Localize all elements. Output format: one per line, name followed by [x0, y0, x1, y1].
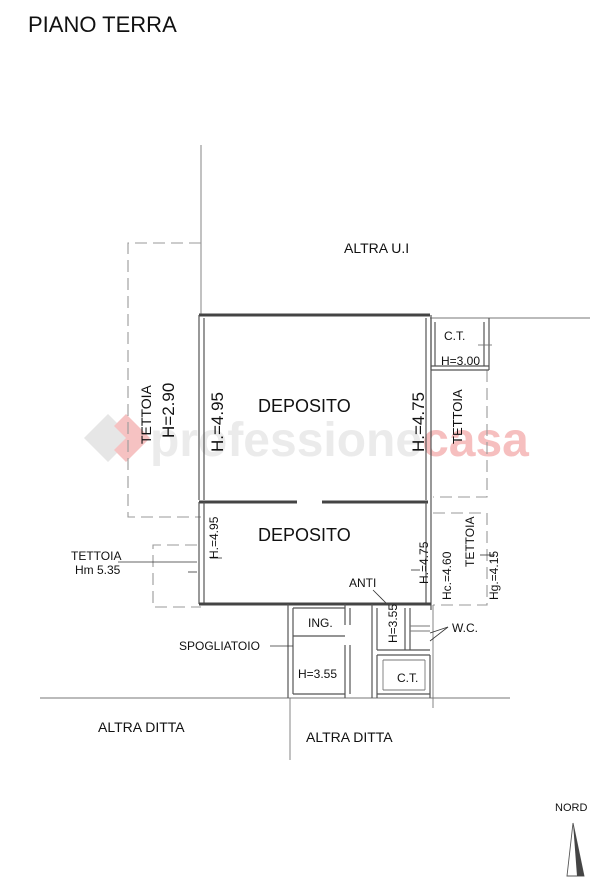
label-tettoia-left2: TETTOIA: [71, 549, 121, 563]
label-nord: NORD: [555, 802, 587, 814]
leader-lines: [118, 554, 495, 647]
watermark-text: professionecasa: [150, 414, 529, 467]
label-h-dep-right: H.=4.75: [409, 392, 428, 452]
label-h-spogliatoio: H=3.55: [298, 667, 337, 681]
label-ing: ING.: [308, 616, 333, 630]
label-h-dep2-right: H.=4.75: [417, 541, 431, 584]
label-h-ct-top: H=3.00: [441, 354, 480, 368]
watermark-logo-icon: [84, 414, 150, 462]
label-wc: W.C.: [452, 621, 478, 635]
label-spogliatoio: SPOGLIATOIO: [179, 639, 260, 653]
label-h-dep2-left: H.=4.95: [207, 516, 221, 559]
label-h-tettoia-left: H=2.90: [159, 383, 178, 438]
label-tettoia-right-top: TETTOIA: [450, 389, 465, 444]
label-ct-top: C.T.: [444, 329, 465, 343]
service-rooms: [287, 604, 434, 708]
label-tettoia-right2: TETTOIA: [463, 517, 477, 567]
ct-top-room: [430, 318, 492, 371]
label-tettoia-left: TETTOIA: [138, 384, 154, 444]
label-altra-ditta-left: ALTRA DITTA: [98, 719, 185, 735]
label-deposito-top: DEPOSITO: [258, 396, 351, 416]
page-title: PIANO TERRA: [28, 12, 177, 37]
deposito-walls: [198, 313, 432, 610]
label-h-anti: H=3.55: [386, 604, 400, 643]
watermark-prefix: professione: [150, 414, 422, 467]
label-h-dep-left: H.=4.95: [208, 392, 227, 452]
boundary-lines: [40, 145, 590, 760]
label-deposito-bottom: DEPOSITO: [258, 525, 351, 545]
label-altra-ui: ALTRA U.I: [344, 240, 409, 256]
north-arrow-icon: [566, 822, 585, 877]
label-hc: Hc.=4.60: [440, 551, 454, 600]
label-altra-ditta-right: ALTRA DITTA: [306, 729, 393, 745]
label-anti: ANTI: [349, 576, 376, 590]
watermark-suffix: casa: [422, 414, 529, 467]
label-hg: Hg.=4.15: [487, 551, 501, 600]
label-ct-bottom: C.T.: [397, 671, 418, 685]
label-hm-tettoia-left2: Hm 5.35: [75, 563, 121, 577]
